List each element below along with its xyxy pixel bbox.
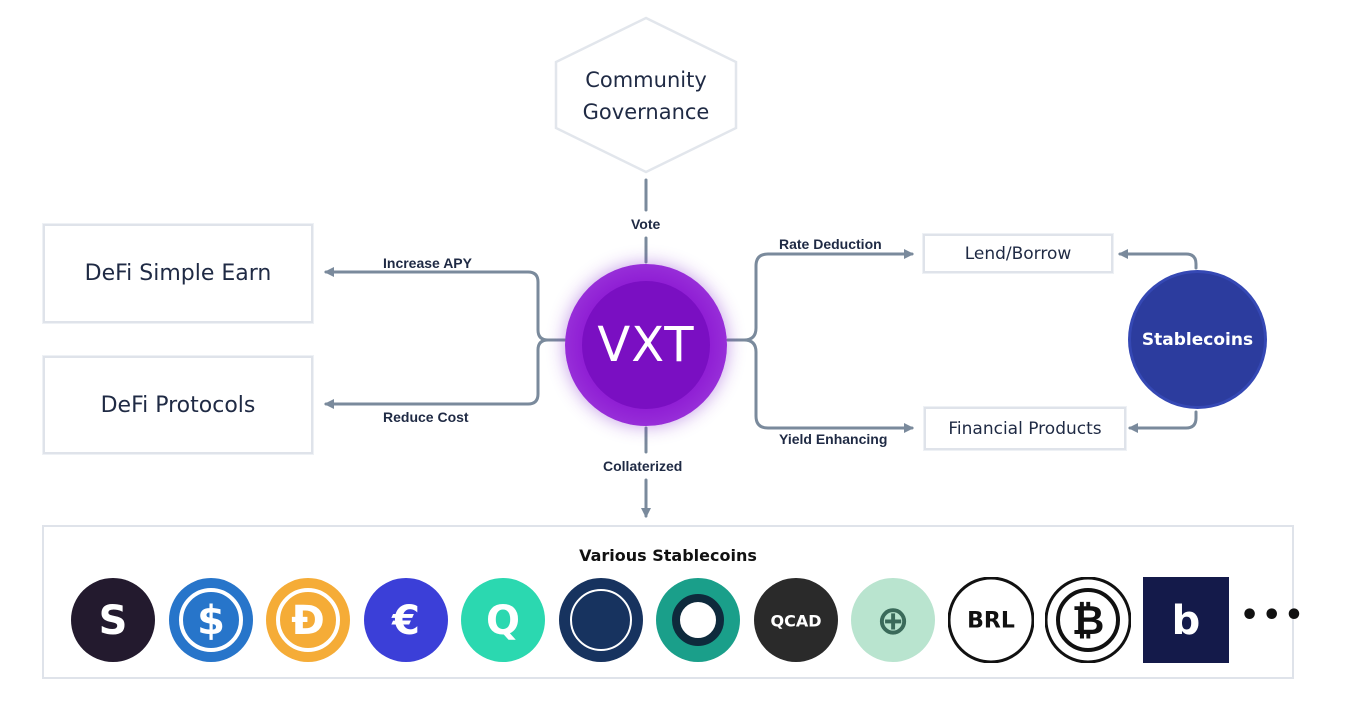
lend-borrow-label: Lend/Borrow [964,243,1072,264]
svg-text:b: b [1172,598,1201,644]
eurs-icon: € [363,577,449,663]
lend-borrow-box: Lend/Borrow [923,234,1113,273]
svg-text:BRL: BRL [967,609,1015,634]
svg-text:S: S [99,598,128,644]
bidr-icon: b [1143,577,1229,663]
vxt-node: VXT [565,264,727,426]
qc-icon: Q [460,577,546,663]
dai-icon: Ð [265,577,351,663]
defi-simple-earn-label: DeFi Simple Earn [84,261,272,286]
hexagon-outline [554,16,738,174]
collaterized-label: Collaterized [603,458,683,474]
btc-icon: ₿ [1045,577,1131,663]
reduce-cost-connector [324,338,568,409]
financial-products-label: Financial Products [948,418,1102,439]
yield-enhancing-connector [726,338,914,433]
vote-label: Vote [631,216,661,232]
svg-text:€: € [391,598,420,644]
svg-text:Q: Q [486,598,520,644]
stablecoins-node: Stablecoins [1131,273,1264,406]
stablecoins-node-label: Stablecoins [1141,329,1254,350]
financial-products-box: Financial Products [924,407,1126,450]
rate-deduction-label: Rate Deduction [779,236,882,252]
vxt-label: VXT [597,317,695,373]
community-governance-line2: Governance [582,100,710,124]
stablecoins-to-lend [1118,249,1198,270]
cusd-icon: ⊕ [850,577,936,663]
qcad-icon: QCAD [753,577,839,663]
defi-simple-earn-box: DeFi Simple Earn [43,224,313,323]
reduce-cost-label: Reduce Cost [383,409,469,425]
community-governance-line1: Community [585,68,707,92]
svg-text:QCAD: QCAD [770,612,821,631]
svg-text:⊕: ⊕ [876,598,910,644]
stablecoins-to-financial [1128,410,1198,433]
various-stablecoins-title: Various Stablecoins [579,546,757,565]
defi-protocols-label: DeFi Protocols [100,392,256,418]
yield-enhancing-label: Yield Enhancing [779,431,888,447]
vxt-node-inner: VXT [582,281,710,409]
svg-text:Ð: Ð [291,598,325,644]
svg-text:$: $ [197,598,225,644]
rate-deduction-connector [726,249,914,342]
increase-apy-label: Increase APY [383,255,472,271]
usdc-icon: $ [168,577,254,663]
more-icon: ••• [1240,598,1307,633]
usdp-icon [558,577,644,663]
increase-apy-connector [324,267,568,342]
svg-text:₿: ₿ [1072,598,1105,644]
susd-icon: S [70,577,156,663]
defi-protocols-box: DeFi Protocols [43,356,313,454]
brl-icon: BRL [948,577,1034,663]
community-governance-node: Community Governance [556,64,736,128]
pax-icon [655,577,741,663]
